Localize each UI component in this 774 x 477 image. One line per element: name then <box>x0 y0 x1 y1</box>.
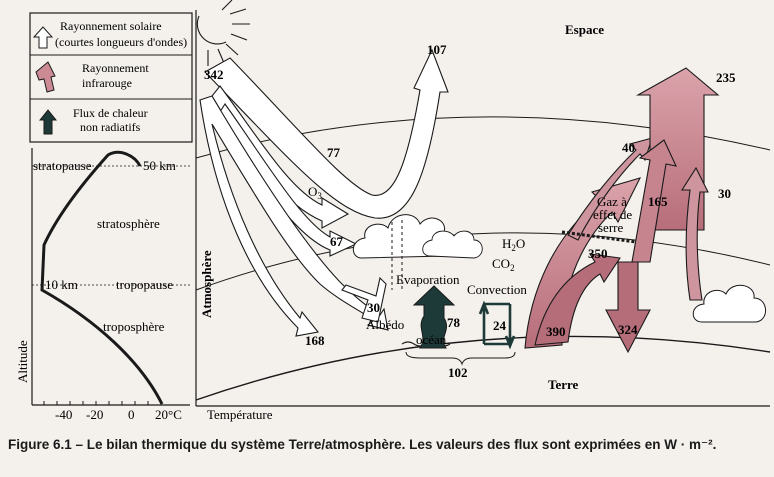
tick-minus20: -20 <box>86 407 103 422</box>
legend-box: Rayonnement solaire (courtes longueurs d… <box>29 12 193 143</box>
label-troposphere: troposphère <box>103 319 165 334</box>
legend-solar-line2: (courtes longueurs d'ondes) <box>55 35 187 49</box>
label-10km: 10 km <box>45 277 78 292</box>
bracket-102 <box>405 351 516 366</box>
flux-40: 40 <box>622 140 635 155</box>
solar-flux-arrows <box>199 48 449 337</box>
infrared-arrow-icon <box>35 61 56 93</box>
label-terre: Terre <box>548 377 579 392</box>
label-co2: CO2 <box>492 256 515 273</box>
label-stratopause: stratopause <box>33 158 92 173</box>
temperature-profile: stratopause 50 km stratosphère 10 km tro… <box>15 148 273 422</box>
window-40-arrow <box>567 137 653 241</box>
flux-30-cloud: 30 <box>718 186 731 201</box>
label-50km: 50 km <box>143 158 176 173</box>
flux-107: 107 <box>427 42 447 57</box>
flux-30-albedo: 30 <box>367 300 380 315</box>
atm-ir-165-arrow <box>631 139 677 263</box>
cloud-center <box>422 230 483 259</box>
label-tropopause: tropopause <box>116 277 173 292</box>
label-espace: Espace <box>565 22 604 37</box>
greenhouse-gas-layer <box>561 230 637 244</box>
flux-77: 77 <box>327 145 341 160</box>
reflected-30-arrow <box>341 276 387 323</box>
flux-78: 78 <box>447 315 461 330</box>
label-temperature: Température <box>207 407 273 422</box>
flux-102: 102 <box>448 365 468 380</box>
flux-324: 324 <box>618 322 638 337</box>
label-ocean: océan <box>416 332 447 347</box>
cloud-right <box>692 284 766 323</box>
flux-350: 350 <box>588 246 608 261</box>
temperature-curve <box>40 150 164 405</box>
flux-235: 235 <box>716 70 736 85</box>
label-gaz-line3: serre <box>598 220 623 235</box>
tick-minus40: -40 <box>55 407 72 422</box>
flux-390: 390 <box>546 324 566 339</box>
label-convection: Convection <box>467 282 527 297</box>
label-gaz-line2: effet de <box>593 207 632 222</box>
solar-arrow-icon <box>32 26 54 49</box>
flux-165: 165 <box>648 194 668 209</box>
figure-caption: Figure 6.1 – Le bilan thermique du systè… <box>8 437 717 452</box>
label-h2o: H2O <box>502 236 525 253</box>
greenhouse-350-arrow <box>534 253 621 346</box>
reflected-107-arrow <box>204 48 449 219</box>
infrared-flux-arrows <box>524 67 720 354</box>
back-radiation-324-arrow <box>605 261 651 354</box>
tick-20c: 20°C <box>155 407 182 422</box>
label-evaporation: Evaporation <box>396 272 460 287</box>
earth-surface-arc <box>195 335 771 401</box>
label-stratosphere: stratosphère <box>97 216 160 231</box>
label-gaz-line1: Gaz à <box>597 194 627 209</box>
legend-solar-line1: Rayonnement solaire <box>60 19 162 33</box>
flux-24: 24 <box>493 318 507 333</box>
label-atmosphere: Atmosphère <box>199 250 214 318</box>
legend-ir-line1: Rayonnement <box>82 61 149 75</box>
label-altitude: Altitude <box>15 340 30 383</box>
cloud-ir-30-arrow <box>680 166 709 301</box>
evaporation-78-arrow <box>412 285 456 349</box>
heat-flux-arrows <box>405 285 516 366</box>
flux-342: 342 <box>204 67 224 82</box>
label-o3: O3 <box>308 184 322 201</box>
flux-168: 168 <box>305 333 325 348</box>
legend-heat-line2: non radiatifs <box>80 120 141 134</box>
legend-ir-line2: infrarouge <box>82 76 132 90</box>
legend-heat-line1: Flux de chaleur <box>73 106 148 120</box>
flux-67: 67 <box>330 234 344 249</box>
heat-flux-arrow-icon <box>38 109 58 135</box>
convection-24-loop <box>478 300 516 350</box>
surface-flux-arrow <box>199 95 389 337</box>
tick-0: 0 <box>128 407 135 422</box>
sun-icon <box>196 0 250 66</box>
label-albedo: Albédo <box>366 317 404 332</box>
